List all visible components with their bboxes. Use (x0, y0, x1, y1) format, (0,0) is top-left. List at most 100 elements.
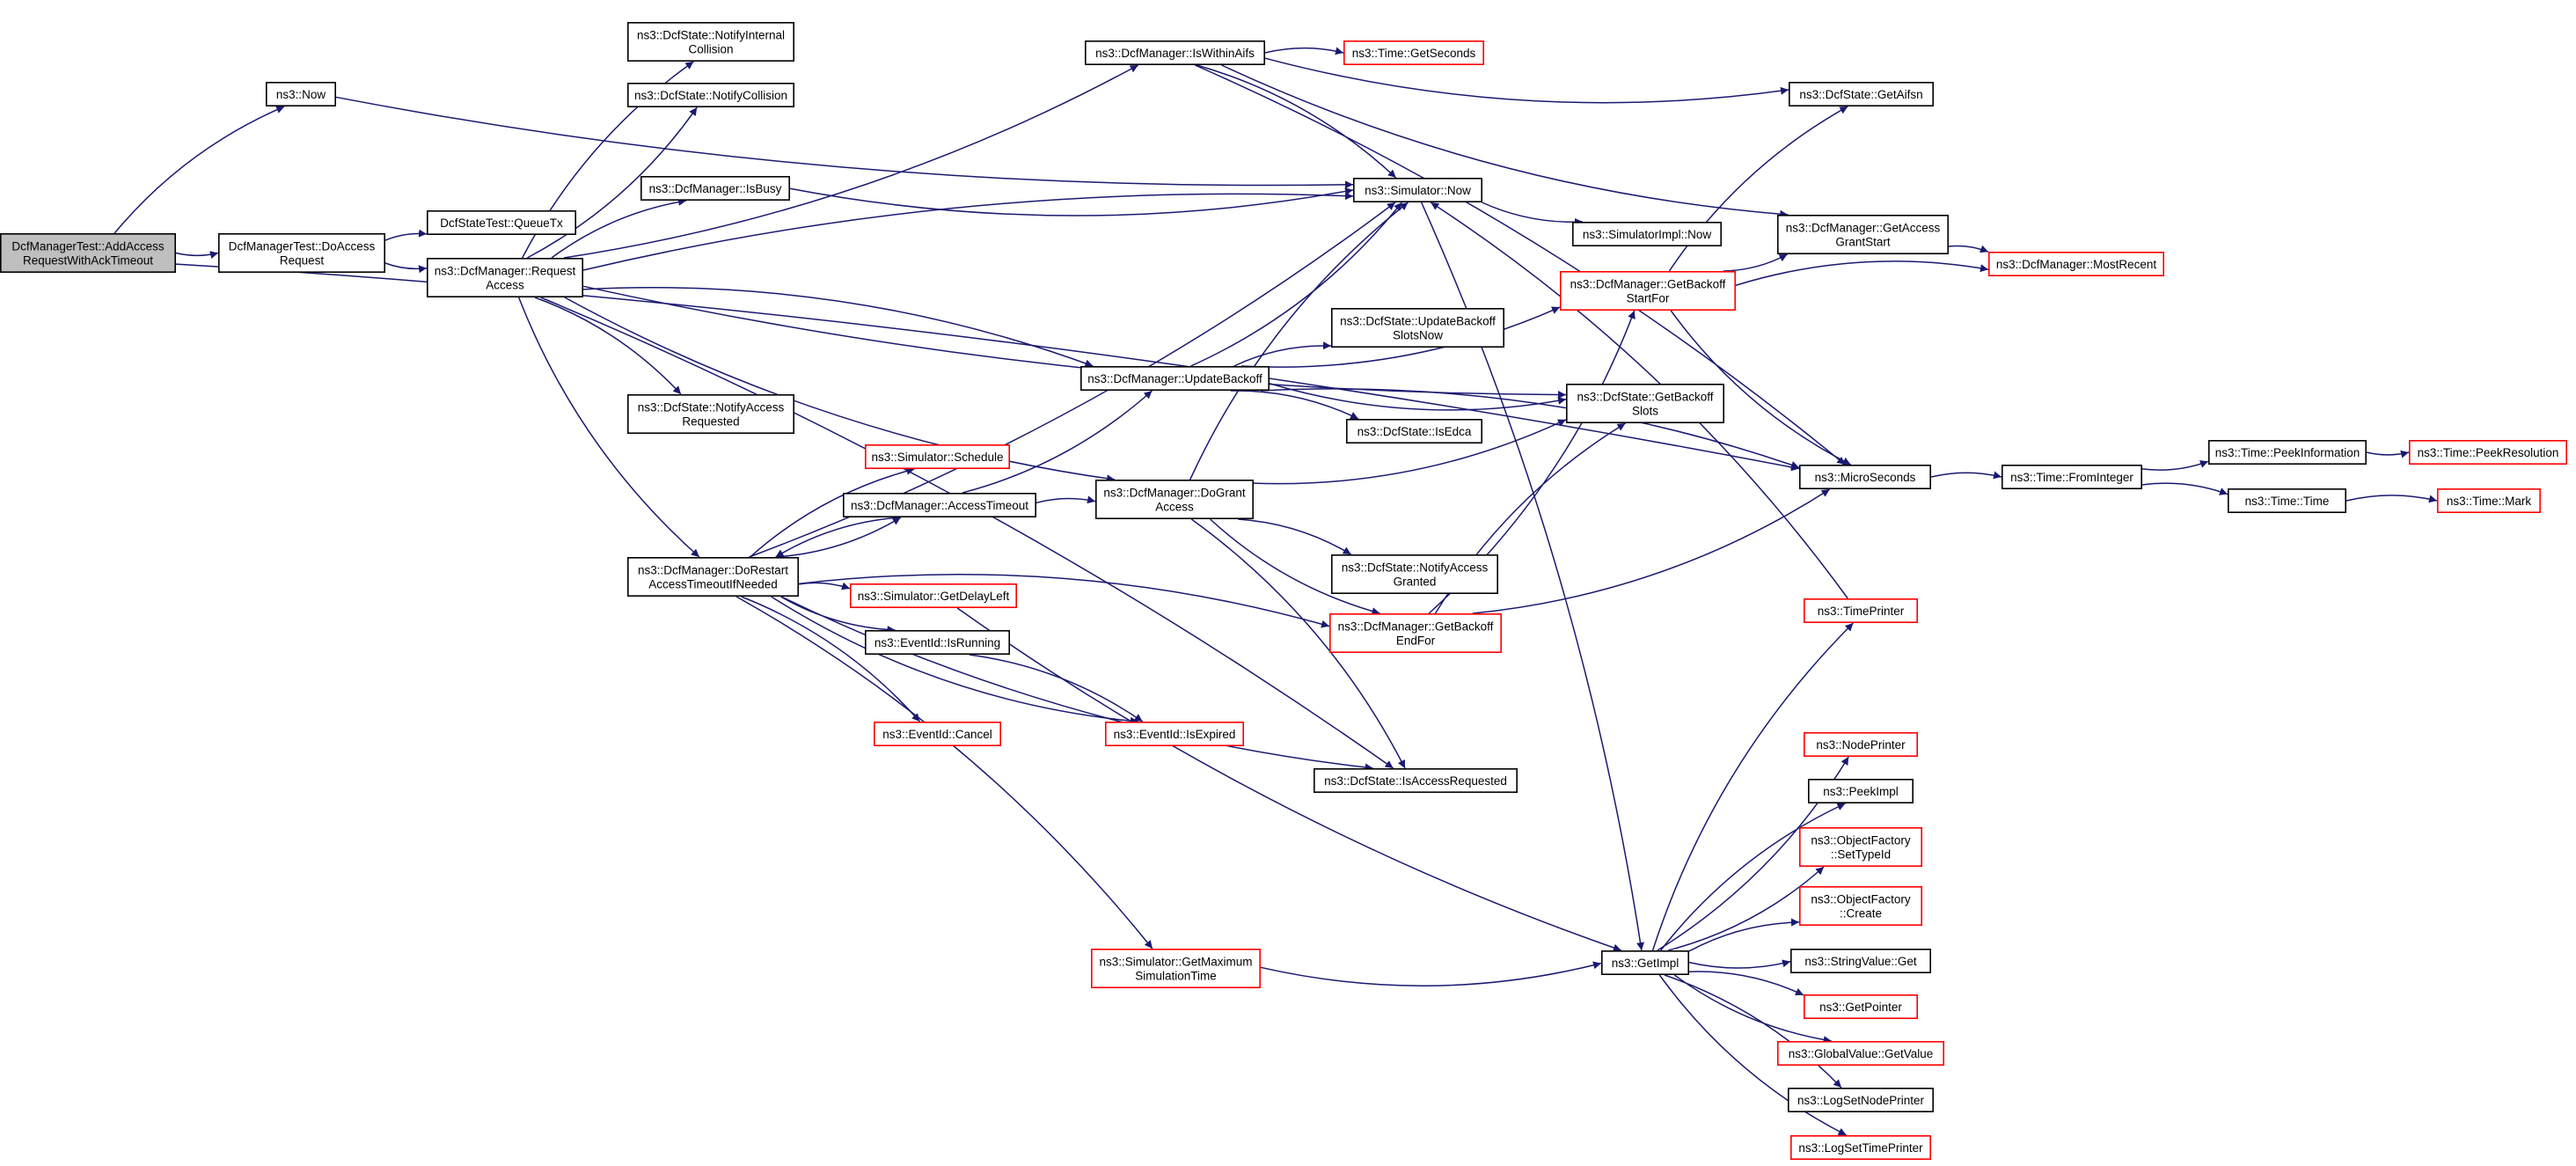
node-implnow[interactable]: ns3::SimulatorImpl::Now (1572, 222, 1723, 247)
node-isedca[interactable]: ns3::DcfState::IsEdca (1346, 418, 1483, 444)
node-queuetx[interactable]: DcfStateTest::QueueTx (426, 210, 576, 236)
node-create[interactable]: ns3::ObjectFactory::Create (1799, 885, 1923, 926)
node-timetime[interactable]: ns3::Time::Time (2228, 488, 2347, 513)
node-logtime[interactable]: ns3::LogSetTimePrinter (1790, 1135, 1932, 1161)
edge-peekinfo-to-peekres (2366, 450, 2410, 458)
node-getdelay[interactable]: ns3::Simulator::GetDelayLeft (849, 583, 1017, 608)
edge-updatebo-to-getbslots (1269, 383, 1567, 411)
edge-root-to-now (113, 106, 285, 234)
node-reqaccess-label-line1: ns3::DcfManager::Request (435, 265, 576, 278)
node-notifyreq-box (626, 393, 794, 434)
node-nodeprinter[interactable]: ns3::NodePrinter (1804, 731, 1919, 757)
node-fromint[interactable]: ns3::Time::FromInteger (2002, 464, 2143, 489)
function-nodes: DcfManagerTest::AddAccessRequestWithAckT… (0, 21, 2568, 1161)
node-isbusy-box (640, 176, 790, 202)
node-isaccreq[interactable]: ns3::DcfState::IsAccessRequested (1314, 767, 1519, 793)
node-cancel[interactable]: ns3::EventId::Cancel (873, 721, 1001, 746)
node-getbostart-label-line1: ns3::DcfManager::GetBackoff (1570, 278, 1726, 291)
node-strget[interactable]: ns3::StringValue::Get (1790, 949, 1932, 974)
node-timeprinter-box (1804, 598, 1919, 623)
edge-getdelay-to-getimpl (956, 607, 1622, 952)
edge-doRestart-to-isexpired (771, 596, 1138, 725)
node-root-label-line1: DcfManagerTest::AddAccess (11, 240, 165, 253)
node-getaccgrant-box (1777, 215, 1950, 255)
node-peekres[interactable]: ns3::Time::PeekResolution (2409, 439, 2568, 465)
edge-getimpl-to-strget (1688, 959, 1791, 969)
edge-doRestart-to-isaccreq (780, 596, 1373, 772)
node-getimpl-label-line1: ns3::GetImpl (1612, 957, 1680, 970)
node-updatebo[interactable]: ns3::DcfManager::UpdateBackoff (1080, 365, 1270, 391)
edge-doaccess-to-reqaccess (384, 262, 428, 274)
node-timemark[interactable]: ns3::Time::Mark (2437, 488, 2542, 513)
node-notifygrant-label-line1: ns3::DcfState::NotifyAccess (1342, 561, 1489, 575)
edge-getbostart-to-mostrecent (1735, 260, 1989, 286)
node-peekimpl-label-line1: ns3::PeekImpl (1823, 785, 1899, 798)
node-simnow[interactable]: ns3::Simulator::Now (1353, 178, 1483, 203)
edge-iswithin-to-getaifsn (1264, 57, 1789, 104)
edge-getimpl-to-create (1688, 918, 1800, 952)
node-mostrecent-label-line1: ns3::DcfManager::MostRecent (1996, 258, 2157, 271)
node-doaccess-label-line2: Request (280, 254, 325, 268)
node-notifygrant-label-line2: Granted (1394, 576, 1437, 589)
node-notifyreq-label-line1: ns3::DcfState::NotifyAccess (638, 401, 785, 414)
node-getseconds[interactable]: ns3::Time::GetSeconds (1343, 40, 1485, 65)
node-isaccreq-box (1314, 767, 1519, 793)
node-mostrecent[interactable]: ns3::DcfManager::MostRecent (1988, 251, 2165, 276)
node-acctimeout[interactable]: ns3::DcfManager::AccessTimeout (842, 492, 1036, 517)
edge-getimpl-to-peekimpl (1659, 803, 1846, 951)
node-peekimpl[interactable]: ns3::PeekImpl (1808, 778, 1914, 803)
node-lognode[interactable]: ns3::LogSetNodePrinter (1788, 1088, 1935, 1113)
node-getboend-label-line1: ns3::DcfManager::GetBackoff (1338, 620, 1494, 634)
node-now[interactable]: ns3::Now (265, 82, 336, 107)
node-peekimpl-box (1808, 778, 1914, 803)
node-create-box (1799, 885, 1923, 926)
node-getptr[interactable]: ns3::GetPointer (1804, 994, 1919, 1020)
node-settypeid[interactable]: ns3::ObjectFactory::SetTypeId (1799, 826, 1923, 867)
node-getimpl[interactable]: ns3::GetImpl (1601, 950, 1690, 976)
node-isbusy-label-line1: ns3::DcfManager::IsBusy (649, 182, 782, 195)
node-reqaccess-box (426, 257, 583, 297)
node-getdelay-label-line1: ns3::Simulator::GetDelayLeft (858, 590, 1010, 603)
node-schedule-box (864, 444, 1010, 469)
node-schedule[interactable]: ns3::Simulator::Schedule (864, 444, 1010, 469)
edge-reqaccess-to-iswithin (563, 64, 1139, 259)
node-timeprinter[interactable]: ns3::TimePrinter (1804, 598, 1919, 623)
edge-simnow-to-getimpl (1420, 202, 1644, 951)
edge-doRestart-to-acctimeout (775, 517, 902, 558)
node-root[interactable]: DcfManagerTest::AddAccessRequestWithAckT… (0, 232, 176, 273)
node-isbusy[interactable]: ns3::DcfManager::IsBusy (640, 176, 790, 202)
node-doRestart[interactable]: ns3::DcfManager::DoRestartAccessTimeoutI… (626, 556, 799, 597)
edge-reqaccess-to-simnow (582, 192, 1354, 271)
edge-reqaccess-to-notifycol (527, 106, 698, 259)
node-micro[interactable]: ns3::MicroSeconds (1799, 464, 1932, 489)
node-dogrant-label-line2: Access (1155, 501, 1194, 514)
edge-acctimeout-to-doRestart (775, 517, 901, 558)
node-create-label-line2: ::Create (1840, 907, 1882, 920)
node-gvget-label-line1: ns3::GlobalValue::GetValue (1789, 1047, 1934, 1060)
node-simnow-label-line1: ns3::Simulator::Now (1365, 184, 1471, 197)
node-notifycol[interactable]: ns3::DcfState::NotifyCollision (626, 83, 794, 108)
node-isrunning[interactable]: ns3::EventId::IsRunning (864, 629, 1010, 655)
node-gvget[interactable]: ns3::GlobalValue::GetValue (1777, 1041, 1945, 1067)
node-peekinfo[interactable]: ns3::Time::PeekInformation (2208, 439, 2367, 465)
edge-iswithin-to-getseconds (1264, 47, 1344, 55)
node-isexpired[interactable]: ns3::EventId::IsExpired (1105, 721, 1245, 746)
node-getaifsn[interactable]: ns3::DcfState::GetAifsn (1789, 82, 1935, 107)
node-iswithin[interactable]: ns3::DcfManager::IsWithinAifs (1085, 40, 1266, 65)
node-notifycol-label-line1: ns3::DcfState::NotifyCollision (634, 89, 787, 102)
node-doaccess-box (218, 232, 385, 273)
node-getaccgrant-label-line1: ns3::DcfManager::GetAccess (1786, 222, 1941, 235)
node-settypeid-box (1799, 826, 1923, 867)
